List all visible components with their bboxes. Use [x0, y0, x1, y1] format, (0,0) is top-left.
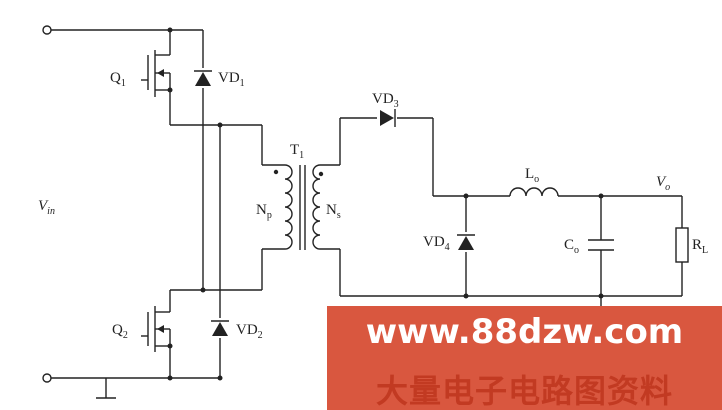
transformer-core	[299, 165, 306, 250]
label-vd2: VD2	[236, 322, 263, 341]
transformer-primary	[262, 164, 293, 250]
transformer-secondary	[312, 164, 340, 250]
label-ns: Ns	[326, 202, 341, 221]
input-terminal-top	[42, 25, 170, 35]
diode-vd3	[377, 109, 397, 127]
input-terminal-bottom	[42, 373, 220, 383]
capacitor-co	[588, 239, 614, 251]
diode-vd4	[457, 232, 475, 252]
watermark-url: www.88dzw.com	[365, 312, 684, 352]
diode-vd2	[211, 318, 229, 381]
label-vd4: VD4	[423, 234, 450, 253]
label-vd1: VD1	[218, 70, 245, 89]
label-rl: RL	[692, 237, 708, 256]
label-t1: T1	[290, 142, 304, 161]
label-q2: Q2	[112, 322, 128, 341]
label-vd3: VD3	[372, 91, 399, 110]
mosfet-q2	[141, 290, 173, 381]
watermark-banner: www.88dzw.com 大量电子电路图资料	[327, 306, 722, 410]
mosfet-q1	[141, 30, 173, 125]
label-np: Np	[256, 202, 272, 221]
label-vo: Vo	[656, 174, 670, 193]
diode-vd1	[194, 68, 212, 88]
label-q1: Q1	[110, 70, 126, 89]
label-co: Co	[564, 237, 579, 256]
label-vin: Vin	[38, 198, 55, 217]
watermark-chinese-text: 大量电子电路图资料	[375, 372, 673, 410]
label-lo: Lo	[525, 166, 539, 185]
resistor-rl	[675, 227, 689, 263]
inductor-lo	[509, 187, 559, 197]
ground-symbol	[96, 378, 116, 399]
